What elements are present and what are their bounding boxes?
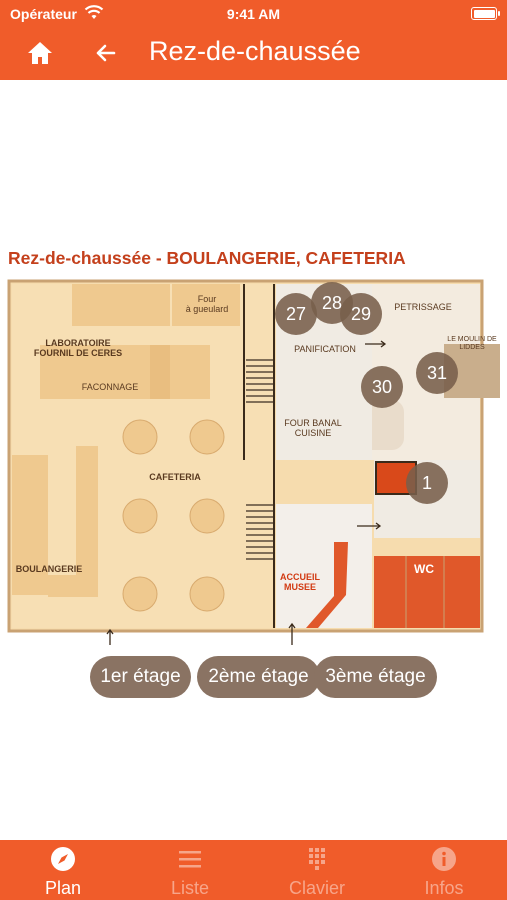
poi-marker[interactable]: 27 xyxy=(275,293,317,335)
carrier-label: Opérateur xyxy=(10,6,77,22)
tab-clavier[interactable]: Clavier xyxy=(254,840,380,900)
status-bar: Opérateur 9:41 AM xyxy=(0,0,507,28)
poi-marker[interactable]: 31 xyxy=(416,352,458,394)
top-bar: Opérateur 9:41 AM Rez-de-chaussée xyxy=(0,0,507,80)
label-boulangerie: BOULANGERIE xyxy=(15,564,83,574)
list-icon xyxy=(179,851,201,868)
label-four-banal: FOUR BANAL CUISINE xyxy=(284,418,342,439)
tab-plan-label: Plan xyxy=(44,878,82,898)
label-accueil-musee: ACCUEIL MUSEE xyxy=(280,572,320,593)
tab-bar: Plan Liste Clavier Infos xyxy=(0,840,507,900)
tab-clavier-label: Clavier xyxy=(288,878,345,898)
label-panification: PANIFICATION xyxy=(294,344,356,354)
tab-plan[interactable]: Plan xyxy=(0,840,126,900)
page-title: Rez-de-chaussée xyxy=(149,36,361,66)
tab-infos-label: Infos xyxy=(424,878,464,898)
compass-icon xyxy=(51,847,75,871)
tab-liste[interactable]: Liste xyxy=(127,840,253,900)
label-faconnage: FACONNAGE xyxy=(81,382,139,392)
label-cafeteria: CAFETERIA xyxy=(149,472,201,482)
label-wc: WC xyxy=(414,562,434,576)
wifi-icon xyxy=(84,5,104,19)
floor-button-2[interactable]: 2ème étage xyxy=(197,656,320,698)
home-icon[interactable] xyxy=(24,38,56,68)
label-laboratoire: LABORATOIRE FOURNIL DE CERES xyxy=(33,338,123,359)
tab-liste-label: Liste xyxy=(170,878,210,898)
label-four-gueulard: Four à gueulard xyxy=(185,294,229,315)
floor-button-3[interactable]: 3ème étage xyxy=(314,656,437,698)
map-title: Rez-de-chaussée - BOULANGERIE, CAFETERIA xyxy=(8,248,406,268)
clock: 9:41 AM xyxy=(226,6,281,22)
poi-marker[interactable]: 1 xyxy=(406,462,448,504)
poi-marker[interactable]: 30 xyxy=(361,366,403,408)
label-moulin-de-liddes: LE MOULIN DE LIDDES xyxy=(447,336,497,352)
back-arrow-icon[interactable] xyxy=(90,38,122,68)
tab-infos[interactable]: Infos xyxy=(381,840,507,900)
poi-marker[interactable]: 29 xyxy=(340,293,382,335)
keypad-icon xyxy=(309,848,325,870)
floor-button-1[interactable]: 1er étage xyxy=(90,656,191,698)
label-petrissage: PETRISSAGE xyxy=(394,302,452,312)
info-icon xyxy=(432,847,456,871)
battery-icon xyxy=(471,7,500,20)
navigation-bar: Rez-de-chaussée xyxy=(0,28,507,80)
